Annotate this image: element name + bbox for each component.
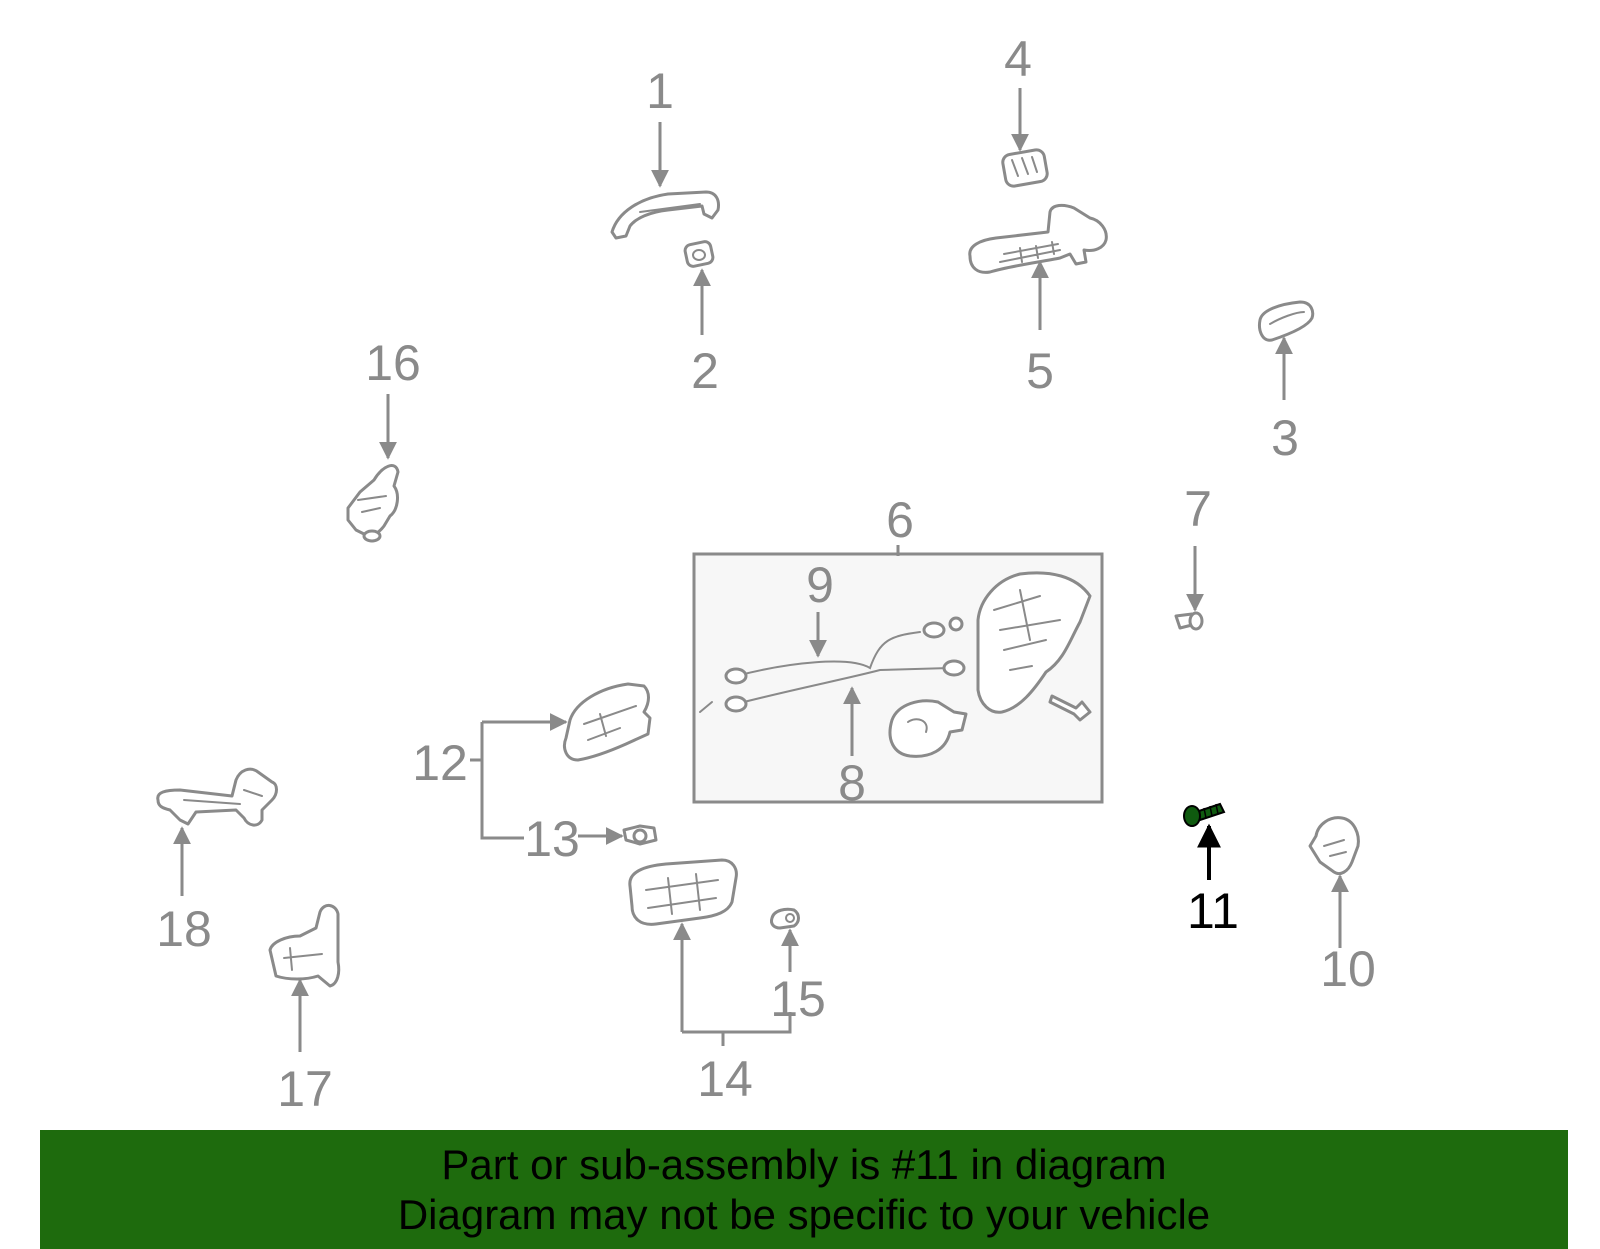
part-12-inside-handle[interactable] (563, 682, 652, 762)
leader-12-13 (470, 722, 524, 840)
label-11: 11 (1187, 883, 1239, 939)
info-banner: Part or sub-assembly is #11 in diagram D… (40, 1130, 1568, 1249)
label-13: 13 (524, 811, 580, 867)
banner-line-1: Part or sub-assembly is #11 in diagram (441, 1141, 1167, 1188)
part-6-lock-assembly[interactable] (692, 552, 1104, 804)
label-7: 7 (1184, 481, 1212, 537)
part-11-screw-highlighted[interactable] (1183, 802, 1226, 827)
part-5-handle-frame[interactable] (968, 203, 1108, 274)
label-5: 5 (1026, 343, 1054, 399)
part-16-hinge[interactable] (346, 464, 400, 543)
label-6: 6 (886, 492, 914, 548)
label-16: 16 (365, 335, 421, 391)
label-12: 12 (412, 735, 468, 791)
label-8: 8 (838, 755, 866, 811)
label-15: 15 (770, 971, 826, 1027)
part-17-striker[interactable] (268, 904, 341, 988)
banner-line-2: Diagram may not be specific to your vehi… (397, 1191, 1211, 1238)
part-18-door-check[interactable] (156, 767, 278, 827)
label-14: 14 (697, 1051, 753, 1107)
label-1: 1 (646, 63, 674, 119)
part-3-gasket[interactable] (1258, 300, 1315, 342)
label-18: 18 (156, 901, 212, 957)
part-10-bracket[interactable] (1308, 816, 1360, 876)
part-15-plug[interactable] (770, 907, 800, 930)
label-10: 10 (1320, 941, 1376, 997)
label-17: 17 (277, 1061, 333, 1117)
part-7-screw[interactable] (1174, 611, 1204, 631)
parts-diagram: 1 2 4 5 3 16 (156, 31, 1376, 1117)
label-4: 4 (1004, 31, 1032, 87)
part-4-cap[interactable] (1001, 148, 1049, 188)
leader-14-bracket (682, 1012, 792, 1046)
label-3: 3 (1271, 410, 1299, 466)
part-14-bezel[interactable] (628, 858, 738, 926)
part-2-handle-pad[interactable] (683, 240, 715, 268)
label-9: 9 (806, 557, 834, 613)
part-1-outside-handle[interactable] (610, 190, 720, 240)
label-2: 2 (691, 343, 719, 399)
part-13-clip[interactable] (622, 824, 658, 846)
